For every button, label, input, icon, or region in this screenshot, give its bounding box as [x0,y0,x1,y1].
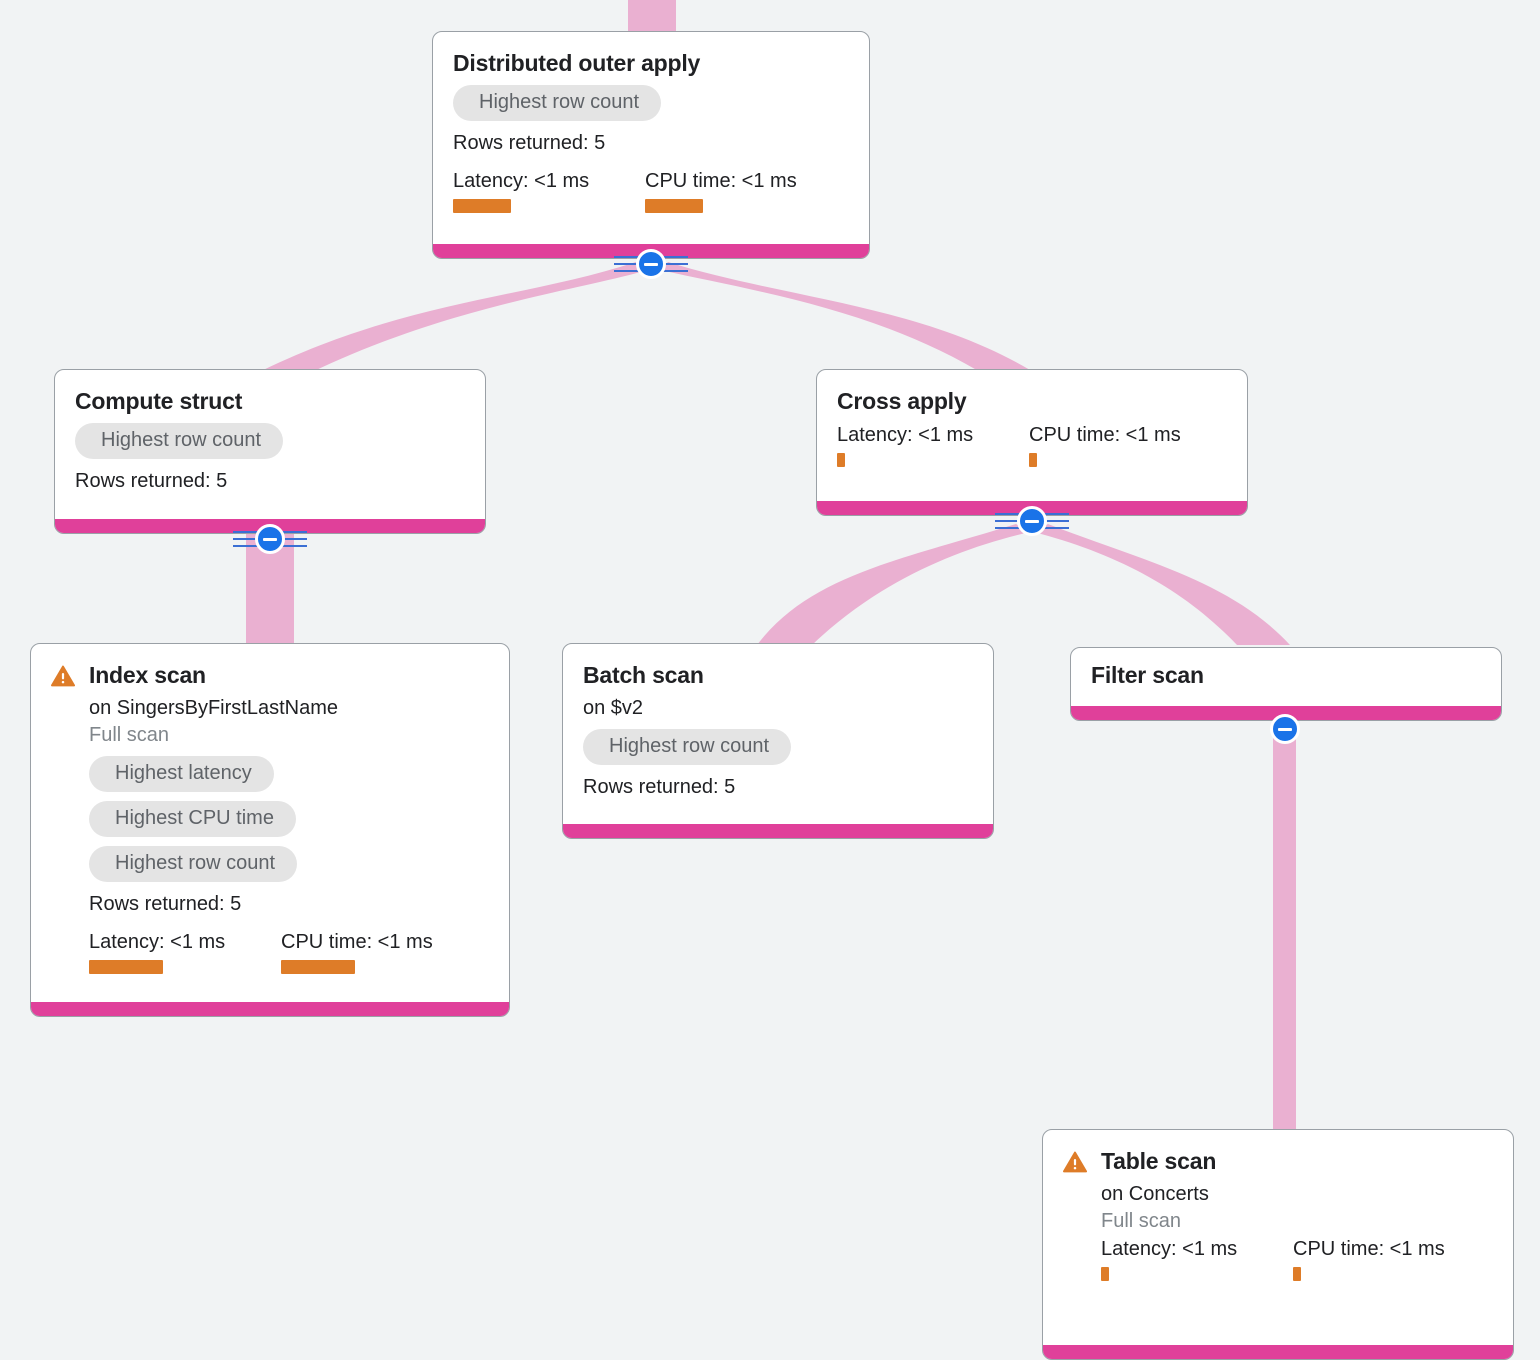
badge-row: Highest latency [89,747,489,793]
metric-latency-bar [1101,1267,1109,1282]
metrics-row: Latency: <1 ms CPU time: <1 ms [837,423,1227,468]
title-row: Cross apply [837,388,1227,414]
metric-cpu-time-bar [645,199,703,214]
metrics-row: Latency: <1 ms CPU time: <1 ms [453,169,849,214]
node-body: Distributed outer apply Highest row coun… [433,32,869,244]
node-title: Table scan [1101,1148,1217,1174]
node-details: on Concerts Full scan Latency: <1 ms CPU… [1063,1182,1493,1282]
node-body: Cross apply Latency: <1 ms CPU time: <1 … [817,370,1247,501]
collapse-minus-icon [1017,506,1047,536]
title-row: Batch scan [583,662,973,688]
badge-highest-row-count: Highest row count [453,85,662,122]
node-accent-bar [1043,1345,1513,1359]
badge-highest-row-count: Highest row count [583,729,792,766]
collapse-button-compute-struct[interactable] [233,524,307,554]
metric-latency-bar [837,453,845,468]
scan-target: on Concerts [1101,1183,1209,1206]
metric-cpu-time-label: CPU time: <1 ms [281,931,433,954]
node-distributed-outer-apply[interactable]: Distributed outer apply Highest row coun… [432,31,870,259]
badge-row: Highest row count [89,837,489,883]
collapse-button-cross-apply[interactable] [995,506,1069,536]
scan-type: Full scan [1101,1210,1182,1233]
node-body: Batch scan on $v2 Highest row count Rows… [563,644,993,824]
edge-cross-apply-to-batch-scan [757,524,1030,645]
node-accent-bar [1071,706,1501,720]
scan-type: Full scan [89,724,170,747]
metric-latency-label: Latency: <1 ms [89,931,226,954]
metric-cpu-time: CPU time: <1 ms [1029,423,1181,468]
metric-latency: Latency: <1 ms [1101,1237,1293,1282]
title-row: Compute struct [75,388,465,414]
collapse-button-filter-scan[interactable] [1248,714,1322,744]
node-title: Compute struct [75,388,243,414]
warning-icon [51,665,75,687]
edge-root-to-compute-struct-body [247,262,648,378]
collapse-minus-icon [1270,714,1300,744]
node-body: Filter scan [1071,648,1501,706]
metric-latency-label: Latency: <1 ms [1101,1238,1238,1261]
metric-cpu-time: CPU time: <1 ms [645,169,797,214]
node-title: Cross apply [837,388,967,414]
node-accent-bar [563,824,993,838]
badge-highest-latency: Highest latency [89,756,274,793]
node-title: Batch scan [583,662,704,688]
collapse-minus-icon [636,249,666,279]
metric-cpu-time-label: CPU time: <1 ms [1293,1238,1445,1261]
title-row: Index scan [51,662,489,688]
metric-cpu-time-label: CPU time: <1 ms [645,170,797,193]
badge-row: Highest CPU time [89,792,489,838]
node-index-scan[interactable]: Index scan on SingersByFirstLastName Ful… [30,643,510,1017]
node-details: on SingersByFirstLastName Full scan High… [51,696,489,975]
metric-cpu-time-bar [1293,1267,1301,1282]
node-cross-apply[interactable]: Cross apply Latency: <1 ms CPU time: <1 … [816,369,1248,516]
metric-latency-bar [453,199,511,214]
node-body: Index scan on SingersByFirstLastName Ful… [31,644,509,1002]
metric-latency: Latency: <1 ms [453,169,645,214]
metric-latency-label: Latency: <1 ms [837,424,974,447]
rows-returned: Rows returned: 5 [453,132,606,155]
title-row: Distributed outer apply [453,50,849,76]
metric-cpu-time-bar [281,960,355,975]
collapse-button-distributed-outer-apply[interactable] [614,249,688,279]
badge-highest-row-count: Highest row count [89,846,298,883]
edge-into-root [628,0,676,35]
metric-cpu-time: CPU time: <1 ms [1293,1237,1445,1282]
node-accent-bar [31,1002,509,1016]
node-title: Index scan [89,662,206,688]
metric-latency-label: Latency: <1 ms [453,170,590,193]
scan-target: on SingersByFirstLastName [89,697,338,720]
metric-cpu-time: CPU time: <1 ms [281,930,433,975]
edge-root-to-cross-apply [660,262,1043,378]
edge-root-to-compute-struct [247,262,636,378]
node-body: Compute struct Highest row count Rows re… [55,370,485,519]
rows-returned: Rows returned: 5 [89,893,242,916]
node-title: Filter scan [1091,662,1204,688]
node-batch-scan[interactable]: Batch scan on $v2 Highest row count Rows… [562,643,994,839]
metric-latency-bar [89,960,163,975]
collapse-minus-icon [255,524,285,554]
metric-cpu-time-label: CPU time: <1 ms [1029,424,1181,447]
rows-returned: Rows returned: 5 [75,470,228,493]
title-row: Table scan [1063,1148,1493,1174]
edge-cross-apply-to-filter-scan [1034,524,1290,645]
node-title: Distributed outer apply [453,50,701,76]
title-row: Filter scan [1091,662,1481,688]
metric-cpu-time-bar [1029,453,1037,468]
warning-icon [1063,1151,1087,1173]
node-compute-struct[interactable]: Compute struct Highest row count Rows re… [54,369,486,534]
node-filter-scan[interactable]: Filter scan [1070,647,1502,721]
badge-highest-cpu-time: Highest CPU time [89,801,296,838]
metrics-row: Latency: <1 ms CPU time: <1 ms [89,930,489,975]
badge-highest-row-count: Highest row count [75,423,284,460]
rows-returned: Rows returned: 5 [583,776,736,799]
node-body: Table scan on Concerts Full scan Latency… [1043,1130,1513,1345]
metrics-row: Latency: <1 ms CPU time: <1 ms [1101,1237,1493,1282]
scan-target: on $v2 [583,697,644,720]
node-table-scan[interactable]: Table scan on Concerts Full scan Latency… [1042,1129,1514,1360]
edge-filter-scan-to-table-scan [1273,725,1296,1135]
metric-latency: Latency: <1 ms [89,930,281,975]
metric-latency: Latency: <1 ms [837,423,1029,468]
